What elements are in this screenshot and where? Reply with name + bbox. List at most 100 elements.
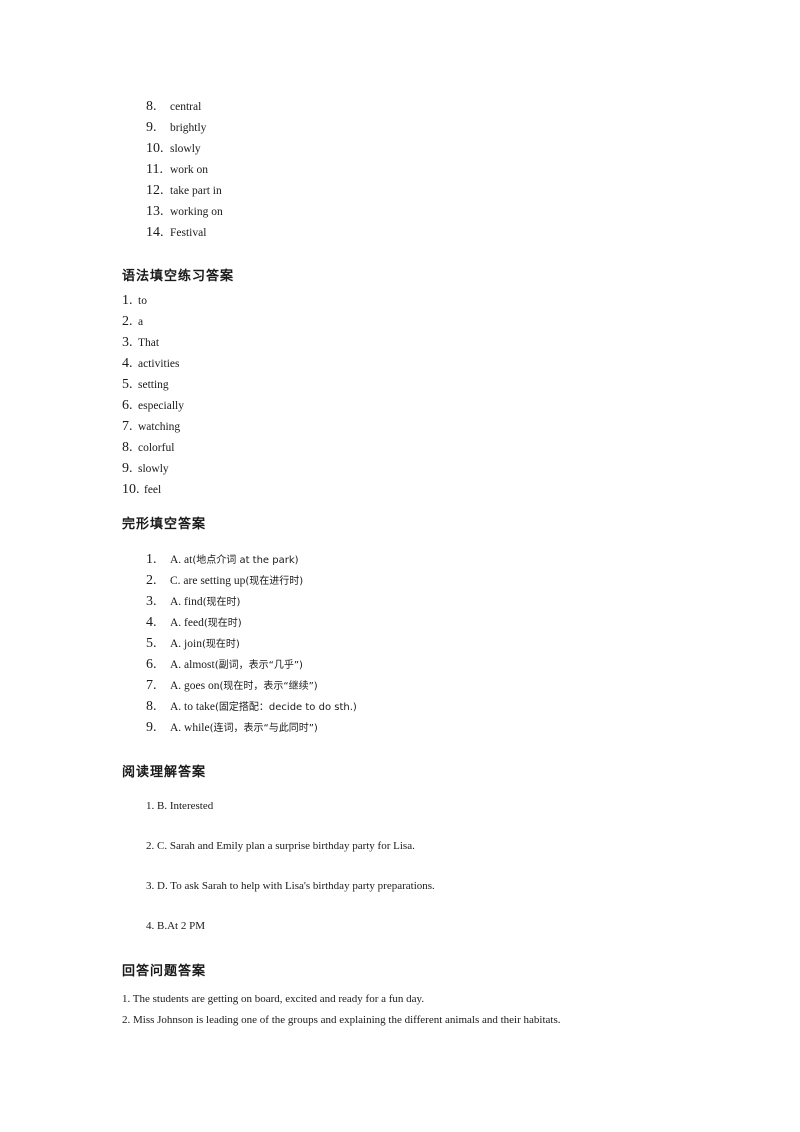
item-note: (现在时): [202, 597, 241, 608]
list-item: 5. A. join (现在时): [146, 635, 357, 656]
item-number: 3.: [122, 335, 133, 350]
item-note: (地点介词 at the park): [192, 555, 299, 566]
grammar-answer-list: 1. to 2. a 3. That 4. activities 5. setting 6…: [122, 293, 184, 503]
item-number: 10.: [146, 141, 164, 156]
list-item: 4. activities: [122, 356, 184, 377]
item-text: to: [138, 295, 147, 307]
list-item: 13.working on: [146, 204, 223, 225]
item-number: 2.: [146, 573, 157, 588]
item-number: 7.: [122, 419, 133, 434]
item-text: activities: [138, 358, 180, 370]
item-note: (连词，表示“与此同时”): [209, 723, 318, 734]
list-item: 5. setting: [122, 377, 184, 398]
list-item: 7. A. goes on (现在时，表示“继续”): [146, 677, 357, 698]
item-text: A. join: [170, 638, 202, 650]
item-number: 7.: [146, 678, 157, 693]
item-number: 8.: [146, 699, 157, 714]
list-item: 4.A. feed (现在时): [146, 614, 357, 635]
list-item: 10. slowly: [146, 141, 223, 162]
list-item: 2. a: [122, 314, 184, 335]
item-text: watching: [138, 421, 181, 433]
list-item: 1.A. at(地点介词 at the park): [146, 551, 357, 572]
list-item: 4. B.At 2 PM: [146, 920, 435, 960]
item-number: 4.: [146, 615, 157, 630]
item-number: 12.: [146, 183, 164, 198]
item-number: 10.: [122, 482, 140, 497]
list-item: 8. colorful: [122, 440, 184, 461]
list-item: 10. feel: [122, 482, 184, 503]
item-text: A. at: [170, 554, 193, 566]
item-text: a: [138, 316, 144, 328]
vocab-answer-list: 8. central 9. brightly 10. slowly 11. work o…: [146, 99, 223, 246]
item-note: (副词，表示“几乎”): [214, 660, 303, 671]
item-note: (现在进行时): [245, 576, 304, 587]
list-item: 2. C. Sarah and Emily plan a surprise bi…: [146, 840, 435, 880]
item-number: 5.: [146, 636, 157, 651]
item-text: 3. D. To ask Sarah to help with Lisa's b…: [146, 880, 435, 892]
item-number: 1.: [122, 293, 133, 308]
item-note: (现在时，表示“继续”): [219, 681, 318, 692]
item-text: A. feed: [170, 617, 204, 629]
reading-answer-list: 1. B. Interested 2. C. Sarah and Emily p…: [146, 800, 435, 960]
item-number: 14.: [146, 225, 164, 240]
list-item: 6. A. almost (副词，表示“几乎”): [146, 656, 357, 677]
item-text: 2. C. Sarah and Emily plan a surprise bi…: [146, 840, 415, 852]
item-text: A. almost: [170, 659, 215, 671]
item-number: 2.: [122, 314, 133, 329]
item-text: slowly: [138, 463, 169, 475]
item-text: work on: [170, 164, 209, 176]
item-number: 9.: [122, 461, 133, 476]
item-text: A. find: [170, 596, 203, 608]
list-item: 3. D. To ask Sarah to help with Lisa's b…: [146, 880, 435, 920]
list-item: 9. slowly: [122, 461, 184, 482]
item-number: 6.: [146, 657, 157, 672]
answers-section-heading: 回答问题答案: [122, 964, 207, 979]
list-item: 7. watching: [122, 419, 184, 440]
list-item: 9.A. while (连词，表示“与此同时”): [146, 719, 357, 740]
list-item: 1. to: [122, 293, 184, 314]
item-text: central: [170, 101, 202, 113]
list-item: 1. The students are getting on board, ex…: [122, 993, 561, 1014]
list-item: 3. That: [122, 335, 184, 356]
item-text: 4. B.At 2 PM: [146, 920, 205, 932]
list-item: 12. take part in: [146, 183, 223, 204]
item-text: A. to take: [170, 701, 216, 713]
list-item: 8. central: [146, 99, 223, 120]
list-item: 11. work on: [146, 162, 223, 183]
list-item: 2. Miss Johnson is leading one of the gr…: [122, 1014, 561, 1035]
question-answer-list: 1. The students are getting on board, ex…: [122, 993, 561, 1035]
item-text: colorful: [138, 442, 175, 454]
list-item: 6. especially: [122, 398, 184, 419]
item-number: 4.: [122, 356, 133, 371]
item-text: 1. B. Interested: [146, 800, 214, 812]
item-text: 2. Miss Johnson is leading one of the gr…: [122, 1014, 561, 1026]
item-text: especially: [138, 400, 184, 412]
item-number: 6.: [122, 398, 133, 413]
item-text: C. are setting up: [170, 575, 246, 587]
item-text: brightly: [170, 122, 207, 134]
list-item: 9. brightly: [146, 120, 223, 141]
item-text: feel: [144, 484, 162, 496]
list-item: 8.A. to take(固定搭配：decide to do sth.): [146, 698, 357, 719]
reading-section-heading: 阅读理解答案: [122, 765, 207, 780]
item-text: 1. The students are getting on board, ex…: [122, 993, 425, 1005]
item-note: (现在时): [201, 639, 240, 650]
item-number: 5.: [122, 377, 133, 392]
item-text: take part in: [170, 185, 222, 197]
item-text: slowly: [170, 143, 201, 155]
grammar-section-heading: 语法填空练习答案: [122, 269, 235, 284]
item-number: 8.: [122, 440, 133, 455]
item-text: setting: [138, 379, 169, 391]
item-number: 9.: [146, 120, 157, 135]
list-item: 14. Festival: [146, 225, 223, 246]
item-text: Festival: [170, 227, 207, 239]
item-number: 3.: [146, 594, 157, 609]
item-number: 11.: [146, 162, 163, 177]
item-text: A. goes on: [170, 680, 220, 692]
cloze-answer-list: 1.A. at(地点介词 at the park) 2. C. are setti…: [146, 551, 357, 740]
item-number: 9.: [146, 720, 157, 735]
item-text: That: [138, 337, 160, 349]
item-text: working on: [170, 206, 223, 218]
list-item: 1. B. Interested: [146, 800, 435, 840]
item-number: 8.: [146, 99, 157, 114]
